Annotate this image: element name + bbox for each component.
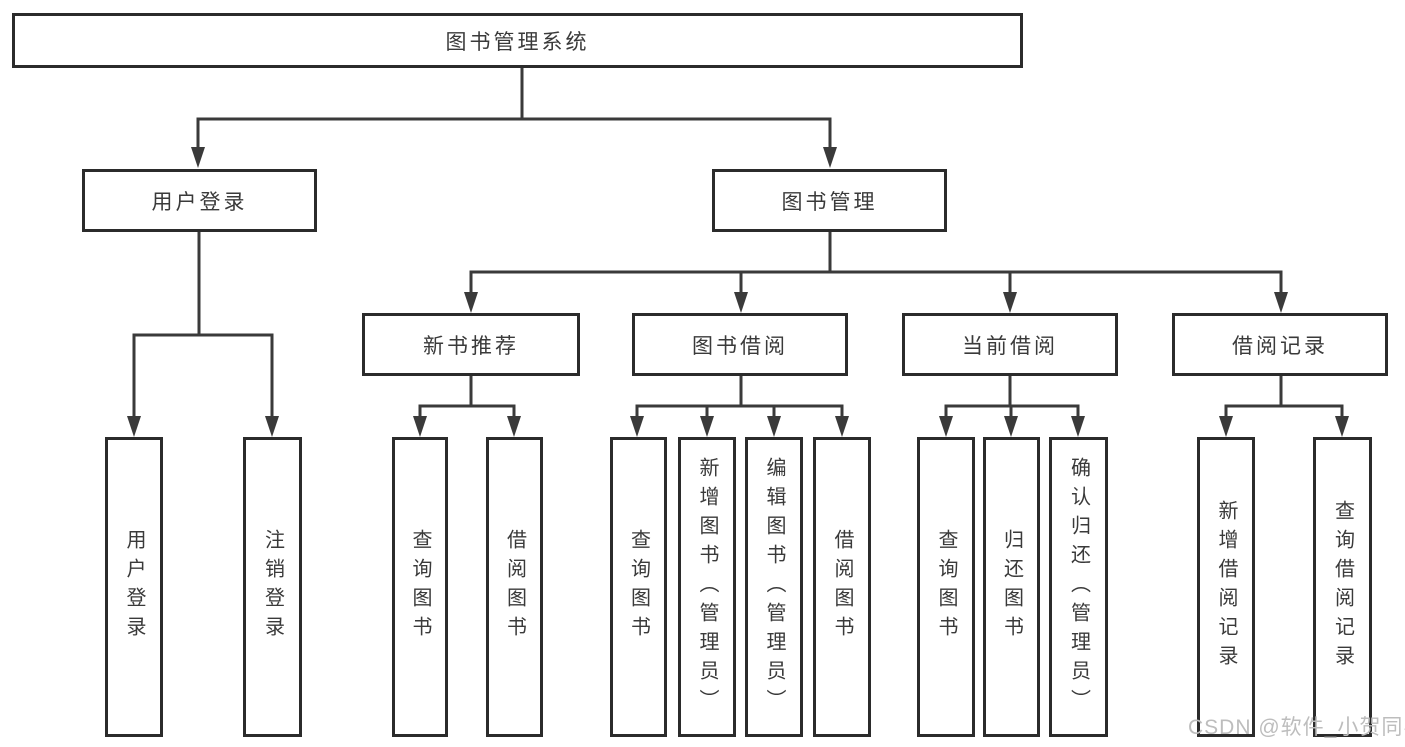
node-label: 图书管理 — [781, 190, 878, 214]
leaf-edit-books-admin: 编辑图书（管理员） — [745, 437, 803, 737]
leaf-label: 注销登录 — [261, 529, 284, 645]
node-label: 新书推荐 — [423, 334, 519, 358]
node-label: 当前借阅 — [962, 334, 1058, 358]
arrowheads — [127, 147, 1349, 437]
node-current-borrowing: 当前借阅 — [902, 313, 1118, 376]
leaf-label: 借阅图书 — [831, 529, 853, 645]
leaf-query-books-borrowing: 查询图书 — [610, 437, 667, 737]
leaf-query-books-recommend: 查询图书 — [392, 437, 448, 737]
leaf-label: 编辑图书（管理员） — [763, 456, 785, 718]
node-book-borrowing: 图书借阅 — [632, 313, 848, 376]
node-book-management: 图书管理 — [712, 169, 947, 232]
leaf-return-books: 归还图书 — [983, 437, 1040, 737]
node-user-login: 用户登录 — [82, 169, 317, 232]
leaf-label: 确认归还（管理员） — [1067, 456, 1090, 718]
leaf-label: 借阅图书 — [503, 529, 526, 645]
leaf-label: 新增借阅记录 — [1215, 500, 1237, 674]
leaf-label: 查询图书 — [409, 529, 431, 645]
node-label: 借阅记录 — [1232, 334, 1328, 358]
leaf-logout: 注销登录 — [243, 437, 302, 737]
leaf-add-books-admin: 新增图书（管理员） — [678, 437, 736, 737]
leaf-label: 新增图书（管理员） — [696, 456, 718, 718]
node-label: 图书借阅 — [692, 334, 788, 358]
leaf-query-borrow-record: 查询借阅记录 — [1313, 437, 1372, 737]
node-label: 用户登录 — [151, 190, 248, 214]
leaf-query-books-current: 查询图书 — [917, 437, 975, 737]
leaf-confirm-return-admin: 确认归还（管理员） — [1049, 437, 1108, 737]
leaf-label: 查询借阅记录 — [1331, 500, 1354, 674]
leaf-borrow-books-recommend: 借阅图书 — [486, 437, 543, 737]
leaf-label: 用户登录 — [123, 529, 145, 645]
leaf-label: 查询图书 — [627, 529, 650, 645]
leaf-user-login: 用户登录 — [105, 437, 163, 737]
node-borrowing-records: 借阅记录 — [1172, 313, 1388, 376]
leaf-label: 查询图书 — [935, 529, 957, 645]
csdn-watermark: CSDN @软件_小贺同学 — [1188, 716, 1405, 739]
leaf-label: 归还图书 — [1000, 529, 1023, 645]
leaf-add-borrow-record: 新增借阅记录 — [1197, 437, 1255, 737]
leaf-borrow-books: 借阅图书 — [813, 437, 871, 737]
node-new-book-recommendation: 新书推荐 — [362, 313, 580, 376]
node-label: 图书管理系统 — [445, 30, 590, 54]
node-library-management-system: 图书管理系统 — [12, 13, 1023, 68]
